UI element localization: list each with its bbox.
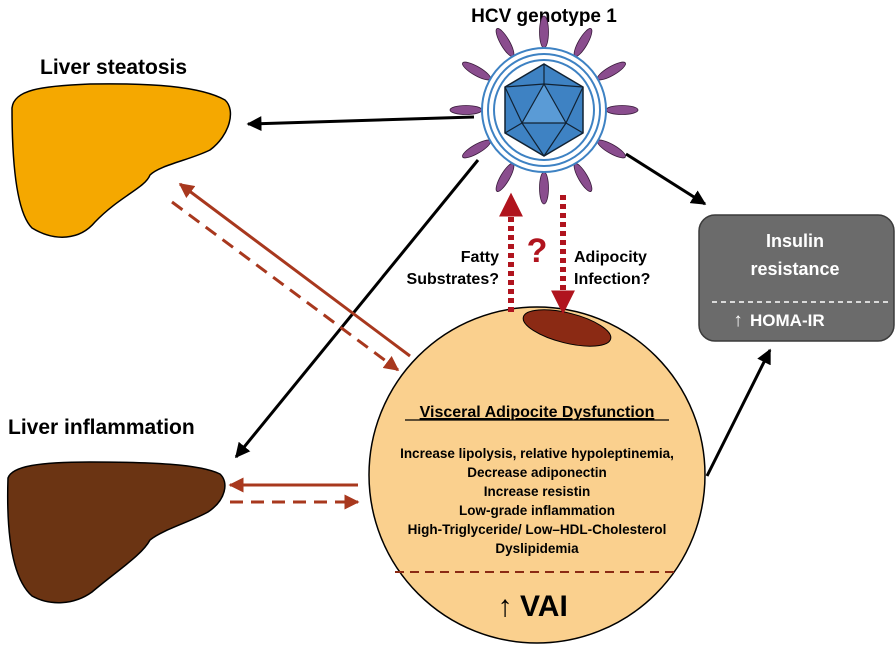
vai-arrow-icon: ↑ — [498, 590, 513, 623]
virus-spike-6 — [573, 163, 593, 192]
adipocyte-title: Visceral Adipocite Dysfunction — [420, 404, 655, 421]
homa-arrow-icon: ↑ — [733, 310, 743, 331]
fatty-label-line2: Substrates? — [407, 271, 499, 288]
adipocyte-line-4: Low-grade inflammation — [459, 503, 615, 518]
adipocyte-line-3: Increase resistin — [484, 484, 591, 499]
insulin-resistance-box — [698, 214, 895, 342]
virus-spike-11 — [462, 61, 491, 81]
homa-ir-label: HOMA-IR — [750, 311, 825, 330]
fatty-label-line1: Fatty — [461, 249, 499, 266]
virus-spike-2 — [573, 28, 593, 57]
virus-spike-9 — [462, 139, 491, 159]
liver-steatosis-label: Liver steatosis — [40, 56, 187, 79]
adipocyte-line-2: Decrease adiponectin — [467, 465, 607, 480]
virus-spike-8 — [495, 163, 515, 192]
virus-capsid — [504, 63, 584, 157]
virus-spike-10 — [449, 105, 483, 115]
arrow-virus-to-steatosis — [246, 115, 475, 132]
insulin-line1: Insulin — [766, 231, 824, 251]
insulin-line2: resistance — [750, 259, 839, 279]
adipocyte-cell — [368, 306, 706, 644]
virus-spike-1 — [539, 15, 549, 49]
virus-spike-7 — [539, 171, 549, 205]
arrow-steatosis-to-adipocyte-dashed — [171, 200, 400, 372]
arrow-virus-to-insulin — [625, 152, 707, 206]
question-mark: ? — [527, 232, 548, 270]
arrow-adipocyte-to-insulin — [705, 348, 772, 477]
vai-label: VAI — [520, 590, 568, 623]
adipocyte-line-1: Increase lipolysis, relative hypoleptine… — [400, 446, 674, 461]
virus-spike-4 — [605, 105, 639, 115]
adipocity-label-line2: Infection? — [574, 271, 650, 288]
liver-inflammation-label: Liver inflammation — [8, 416, 195, 439]
adipocyte-line-5: High-Triglyceride/ Low–HDL-Cholesterol — [408, 522, 667, 537]
arrow-adipocyte-to-steatosis — [178, 182, 411, 358]
virus-spike-3 — [597, 61, 626, 81]
virus-spikes — [449, 15, 639, 205]
arrow-virus-to-inflammation — [234, 159, 480, 459]
virus-spike-5 — [597, 139, 626, 159]
steatosis-liver-shape — [11, 83, 232, 238]
adipocyte-line-6: Dyslipidemia — [495, 541, 579, 556]
virus-spike-12 — [495, 28, 515, 57]
inflamed-liver-shape — [6, 461, 226, 604]
adipocity-label-line1: Adipocity — [574, 249, 647, 266]
